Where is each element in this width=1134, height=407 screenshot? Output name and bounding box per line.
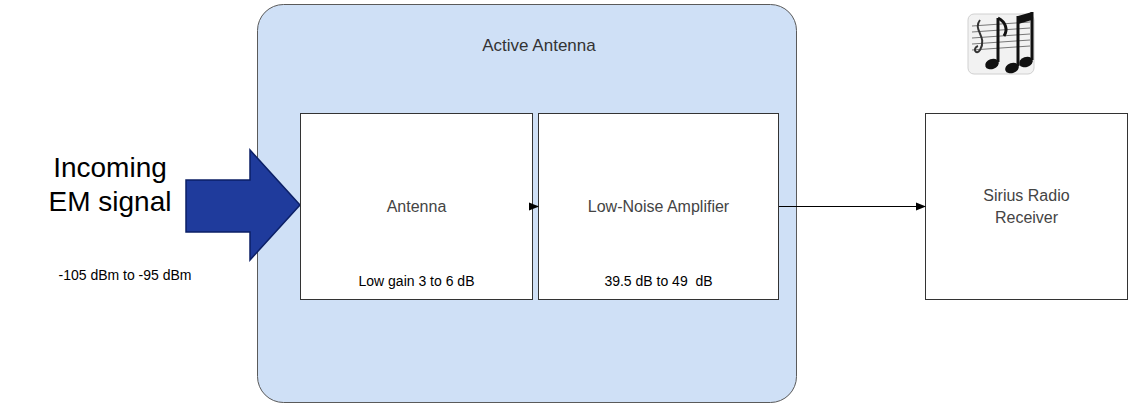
gain-note: Low gain 3 to 6 dB	[301, 272, 532, 291]
gain-note: 39.5 dB to 49 dB	[539, 272, 778, 291]
signal-label: Incoming EM signal	[40, 151, 180, 218]
receiver-box: Sirius Radio Receiver	[925, 113, 1128, 300]
signal-arrow	[779, 206, 925, 207]
active-antenna-panel	[258, 5, 797, 403]
signal-arrow	[533, 206, 538, 207]
active-antenna-group: Active AntennaAntennaLow gain 3 to 6 dBL…	[257, 4, 821, 403]
music-icon	[968, 12, 1034, 75]
level-range: -105 dBm to -95 dBm	[0, 266, 250, 284]
box-title: Sirius Radio Receiver	[942, 185, 1112, 228]
amplifier-box: Low-Noise Amplifier 39.5 dB to 49 dB	[538, 113, 779, 300]
group-heading: Active Antenna	[257, 35, 821, 58]
incoming-arrow	[186, 150, 300, 260]
box-title: Low-Noise Amplifier	[578, 196, 739, 218]
box-title: Antenna	[377, 196, 457, 218]
antenna-box: AntennaLow gain 3 to 6 dB	[300, 113, 533, 300]
